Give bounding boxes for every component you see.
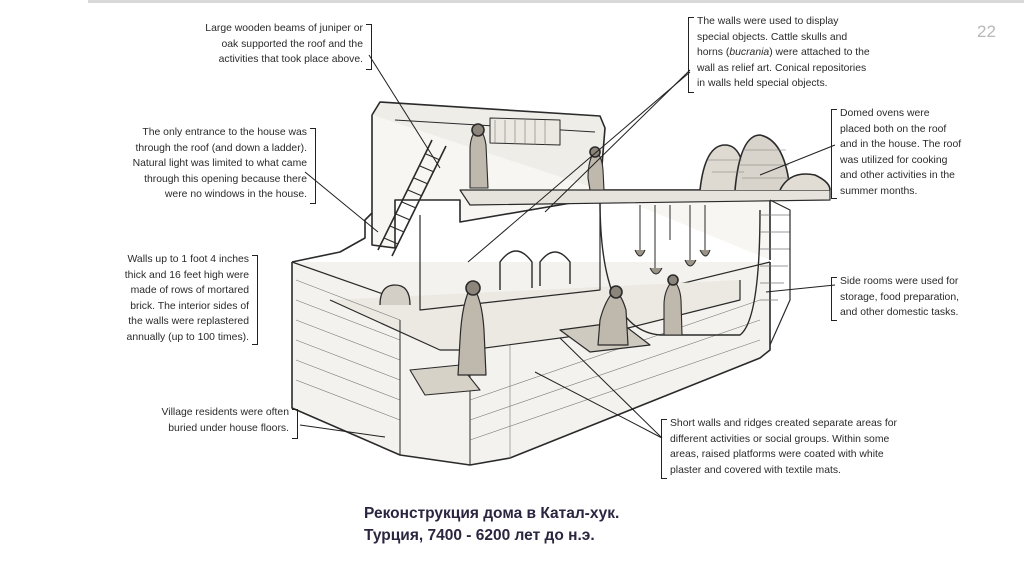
annotation-line: Walls up to 1 foot 4 inches [127,254,249,265]
bracket [831,277,837,321]
bracket [688,17,694,93]
annotation-line: storage, food preparation, [840,291,959,303]
annotation-line: Large wooden beams of juniper or [205,23,363,34]
text-run: horns ( [697,47,730,59]
page-number: 22 [977,22,996,41]
annotation-line: the walls were replastered [128,316,249,328]
annotation-burial: Village residents were often buried unde… [162,405,289,436]
annotation-line: through the roof (and down a ladder). [135,142,307,154]
bracket [292,409,298,439]
annotation-line: and other domestic tasks. [840,307,959,319]
annotation-line: The walls were used to display [697,16,839,27]
annotation-line: thick and 16 feet high were [124,269,249,281]
text-run: ) were attached to the [769,47,870,59]
annotation-line: different activities or social groups. W… [670,433,890,445]
annotation-line: The only entrance to the house was [142,127,307,138]
bracket [310,128,316,204]
annotation-line: Village residents were often [161,407,289,418]
annotation-line: Side rooms were used for [840,276,959,287]
bracket [252,255,258,345]
annotation-line: activities that took place above. [218,54,363,66]
annotation-display: The walls were used to display special o… [697,14,870,92]
annotation-line: oak supported the roof and the [221,38,363,50]
italic-term: bucrania [729,47,770,59]
annotation-line: in walls held special objects. [697,78,828,90]
annotation-line: annually (up to 100 times). [126,331,249,343]
annotation-line: special objects. Cattle skulls and [697,31,848,43]
annotation-line: through this opening because there [144,173,307,185]
annotation-side-rooms: Side rooms were used for storage, food p… [840,274,959,321]
annotation-beams: Large wooden beams of juniper or oak sup… [205,21,363,68]
caption-line: Турция, 7400 - 6200 лет до н.э. [364,527,595,544]
annotation-line: and other activities in the [840,170,955,182]
bracket [661,419,667,479]
annotation-line: wall as relief art. Conical repositories [697,62,867,74]
annotation-line: areas, raised platforms were coated with… [670,449,884,461]
annotation-walls: Walls up to 1 foot 4 inches thick and 16… [125,252,249,346]
annotation-line: buried under house floors. [168,422,289,434]
bracket [366,24,372,70]
annotation-ovens: Domed ovens were placed both on the roof… [840,106,961,200]
caption-line: Реконструкция дома в Катал-хук. [364,505,620,522]
annotation-line: and in the house. The roof [840,139,962,151]
annotation-line: horns (bucrania) were attached to the [697,45,870,61]
annotation-line: made of rows of mortared [130,285,249,297]
bracket [831,109,837,199]
annotation-line: brick. The interior sides of [130,300,249,312]
annotation-line: summer months. [840,185,918,197]
figure-caption: Реконструкция дома в Катал-хук. Турция, … [364,503,619,547]
annotation-line: plaster and covered with textile mats. [670,464,841,476]
annotation-entrance: The only entrance to the house was throu… [133,125,307,203]
annotation-short-walls: Short walls and ridges created separate … [670,416,897,478]
annotation-line: were no windows in the house. [164,189,307,201]
annotation-line: placed both on the roof [840,123,947,135]
annotation-line: Natural light was limited to what came [132,158,307,170]
annotation-line: was utilized for cooking [840,154,948,166]
annotation-line: Short walls and ridges created separate … [670,418,897,429]
top-border [88,0,1024,3]
annotation-line: Domed ovens were [840,108,930,119]
